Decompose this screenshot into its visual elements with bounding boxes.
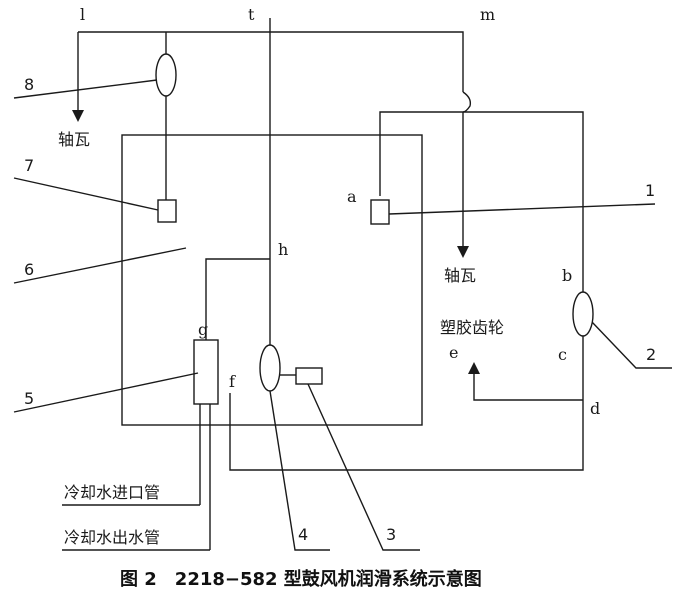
pump-4 — [259, 344, 281, 392]
label-cooling-inlet: 冷却水进口管 — [64, 483, 160, 502]
left-bearing-arrow — [72, 110, 84, 122]
number-3: 3 — [386, 525, 396, 544]
label-bearing-right: 轴瓦 — [444, 266, 476, 285]
label-a: a — [347, 187, 357, 206]
label-g: g — [198, 320, 208, 339]
motor-3 — [295, 367, 323, 385]
filter-8 — [155, 53, 177, 97]
gear-arrow — [468, 362, 480, 374]
label-f: f — [229, 372, 236, 391]
oil-tank-box — [121, 134, 423, 426]
leader-2 — [591, 321, 672, 369]
component-7 — [157, 199, 177, 223]
return-pipe-top — [379, 111, 584, 292]
number-1: 1 — [645, 181, 655, 200]
number-5: 5 — [24, 389, 34, 408]
label-m: m — [480, 5, 495, 24]
leader-5 — [13, 372, 199, 413]
label-l: l — [80, 5, 85, 24]
label-plastic-gear: 塑胶齿轮 — [440, 318, 504, 337]
pipe-d-to-e — [473, 372, 583, 401]
number-6: 6 — [24, 260, 34, 279]
label-c: c — [558, 345, 567, 364]
leader-1 — [388, 203, 656, 215]
component-a — [370, 199, 390, 225]
label-b: b — [562, 266, 572, 285]
pipe-crossover-hop — [462, 91, 472, 113]
number-2: 2 — [646, 345, 656, 364]
leader-3 — [307, 383, 420, 551]
number-8: 8 — [24, 75, 34, 94]
label-t: t — [248, 5, 255, 24]
pipe-f-to-d — [229, 393, 584, 471]
top-header-pipe — [78, 31, 464, 92]
label-h: h — [278, 240, 288, 259]
cooler-5 — [193, 339, 219, 405]
label-d: d — [590, 399, 600, 418]
number-4: 4 — [298, 525, 308, 544]
label-cooling-outlet: 冷却水出水管 — [64, 528, 160, 547]
right-bearing-arrow — [457, 246, 469, 258]
label-e: e — [449, 343, 458, 362]
label-bearing-left: 轴瓦 — [58, 130, 90, 149]
figure-caption: 图 2 2218−582 型鼓风机润滑系统示意图 — [120, 568, 482, 590]
leader-7 — [13, 177, 159, 211]
leader-4 — [269, 390, 330, 551]
filter-2 — [572, 291, 594, 337]
pipe-h-to-g — [205, 258, 270, 340]
leader-6 — [13, 247, 187, 284]
number-7: 7 — [24, 156, 34, 175]
leader-8 — [13, 79, 158, 99]
